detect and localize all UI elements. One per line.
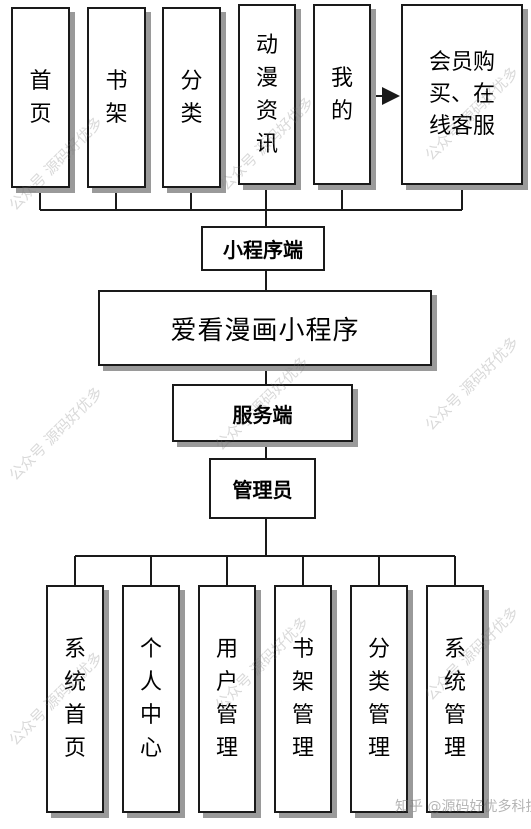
module-mine-label: 我 的 (330, 65, 353, 124)
server-end-label: 服务端 (232, 402, 293, 427)
module-home-label: 首 页 (29, 68, 52, 127)
module-membership-service-label: 会员购 买、在 线客服 (428, 49, 495, 139)
admin-box: 管理员 (209, 458, 316, 519)
admin-module-category-management: 分 类 管 理 (350, 585, 408, 813)
admin-module-system-management-label: 系 统 管 理 (443, 637, 466, 761)
module-category: 分 类 (162, 7, 221, 188)
footer-watermark: 知乎 @源码好优多科技 (395, 799, 531, 815)
module-mine: 我 的 (313, 4, 371, 185)
admin-module-system-management: 系 统 管 理 (426, 585, 484, 813)
server-end-box: 服务端 (172, 384, 353, 442)
admin-module-bookshelf-management: 书 架 管 理 (274, 585, 332, 813)
app-title: 爱看漫画小程序 (170, 315, 360, 346)
admin-module-bookshelf-management-label: 书 架 管 理 (291, 637, 314, 761)
mini-program-end-box: 小程序端 (201, 226, 325, 271)
admin-module-system-home: 系 统 首 页 (46, 585, 104, 813)
admin-module-personal-center: 个 人 中 心 (122, 585, 180, 813)
app-title-box: 爱看漫画小程序 (98, 290, 432, 366)
admin-module-user-management-label: 用 户 管 理 (215, 637, 238, 761)
module-bookshelf-label: 书 架 (105, 68, 128, 127)
mini-program-end-label: 小程序端 (223, 238, 303, 262)
module-bookshelf: 书 架 (87, 7, 146, 188)
arrow-icon (382, 87, 400, 105)
admin-module-system-home-label: 系 统 首 页 (63, 637, 86, 761)
admin-module-category-management-label: 分 类 管 理 (367, 637, 390, 761)
admin-module-user-management: 用 户 管 理 (198, 585, 256, 813)
module-membership-service: 会员购 买、在 线客服 (401, 4, 523, 185)
module-category-label: 分 类 (180, 68, 203, 127)
module-home: 首 页 (11, 7, 70, 188)
admin-module-personal-center-label: 个 人 中 心 (139, 637, 162, 761)
module-comic-news: 动 漫 资 讯 (238, 4, 296, 185)
module-comic-news-label: 动 漫 资 讯 (255, 32, 278, 157)
admin-label: 管理员 (232, 478, 293, 502)
